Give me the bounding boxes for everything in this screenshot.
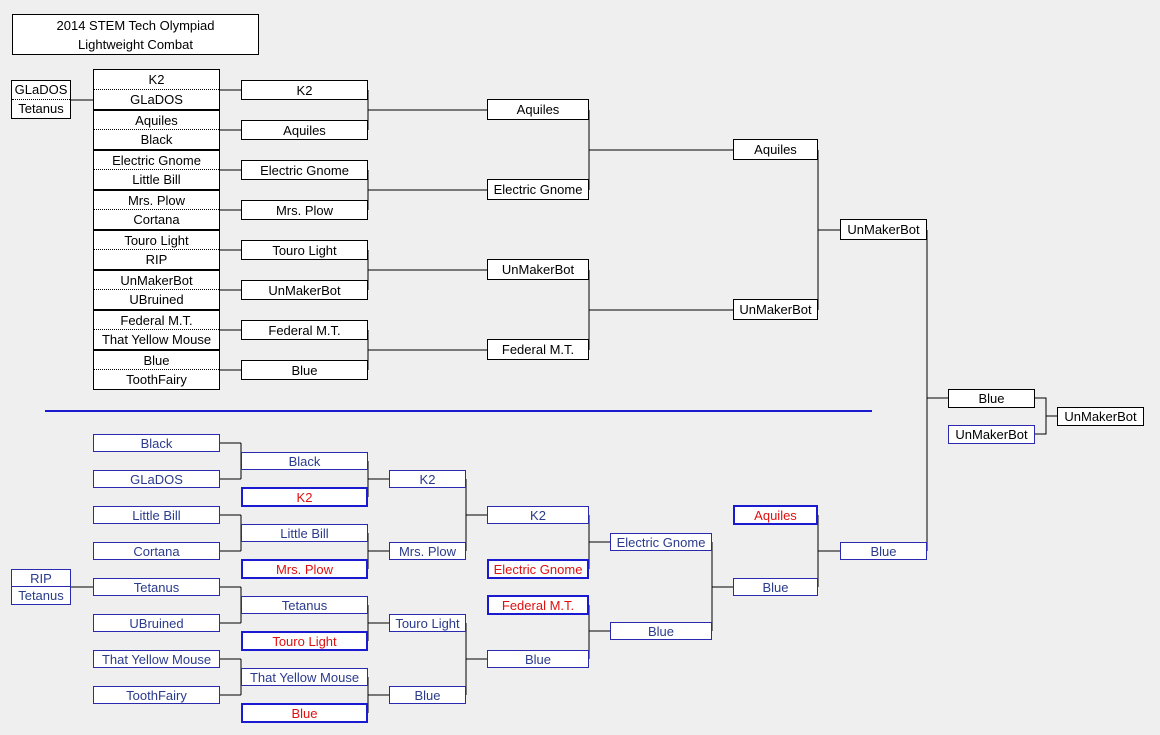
losers-r1-slot-7: That Yellow Mouse xyxy=(93,650,220,668)
winners-prelim-match: GLaDOS Tetanus xyxy=(11,80,71,119)
prelim-slot-top: GLaDOS xyxy=(12,81,70,100)
grand-final-bottom: UnMakerBot xyxy=(948,425,1035,444)
losers-dropin-slot-4: Blue xyxy=(241,703,368,723)
losers-dropin6-slot: Aquiles xyxy=(733,505,818,525)
connector xyxy=(1035,397,1057,417)
losers-r3-slot-4: Blue xyxy=(389,686,466,704)
winners-r1-match-3: Electric Gnome Little Bill xyxy=(93,150,220,190)
winners-r4-slot-2: UnMakerBot xyxy=(733,299,818,320)
winners-r1-match-8: Blue ToothFairy xyxy=(93,350,220,390)
losers-dropin-slot-3: Touro Light xyxy=(241,631,368,651)
slot-bottom: Cortana xyxy=(133,212,180,227)
winners-r1-match-1: K2 GLaDOS xyxy=(93,69,220,110)
slot-bottom: UBruined xyxy=(129,292,184,307)
connector xyxy=(926,230,948,399)
winners-r1-match-4: Mrs. Plow Cortana xyxy=(93,190,220,230)
losers-dropin4-slot-2: Federal M.T. xyxy=(487,595,589,615)
winners-r1-match-5: Touro Light RIP xyxy=(93,230,220,270)
winners-r2-slot-2: Aquiles xyxy=(241,120,368,140)
losers-r5-slot-2: Blue xyxy=(610,622,712,640)
winners-r2-slot-7: Federal M.T. xyxy=(241,320,368,340)
losers-r6-slot: Blue xyxy=(733,578,818,596)
losers-final-slot: Blue xyxy=(840,542,927,560)
losers-r1-slot-5: Tetanus xyxy=(93,578,220,596)
losers-r1-slot-8: ToothFairy xyxy=(93,686,220,704)
prelim-slot-bottom: Tetanus xyxy=(18,588,64,603)
grand-final-top: Blue xyxy=(948,389,1035,408)
prelim-slot-top: RIP xyxy=(12,570,70,587)
slot-bottom: RIP xyxy=(145,252,168,267)
losers-r1-slot-3: Little Bill xyxy=(93,506,220,524)
prelim-slot-bottom: Tetanus xyxy=(18,101,64,117)
winners-final-slot: UnMakerBot xyxy=(840,219,927,240)
losers-prelim-match: RIP Tetanus xyxy=(11,569,71,605)
winners-r2-slot-3: Electric Gnome xyxy=(241,160,368,180)
losers-r1-slot-6: UBruined xyxy=(93,614,220,632)
bracket-title: 2014 STEM Tech Olympiad Lightweight Comb… xyxy=(12,14,259,55)
slot-top: Touro Light xyxy=(94,231,219,250)
losers-r4-slot-2: Blue xyxy=(487,650,589,668)
winners-r2-slot-5: Touro Light xyxy=(241,240,368,260)
slot-top: Blue xyxy=(94,351,219,370)
winners-r2-slot-1: K2 xyxy=(241,80,368,100)
slot-top: Federal M.T. xyxy=(94,311,219,330)
losers-r3-slot-1: K2 xyxy=(389,470,466,488)
losers-r2-slot-4: That Yellow Mouse xyxy=(241,668,368,686)
losers-r3-slot-2: Mrs. Plow xyxy=(389,542,466,560)
slot-top: K2 xyxy=(94,70,219,90)
slot-bottom: ToothFairy xyxy=(126,372,187,387)
winners-r2-slot-4: Mrs. Plow xyxy=(241,200,368,220)
losers-r3-slot-3: Touro Light xyxy=(389,614,466,632)
winners-r3-slot-1: Aquiles xyxy=(487,99,589,120)
slot-top: Electric Gnome xyxy=(94,151,219,170)
title-line-2: Lightweight Combat xyxy=(78,37,193,52)
slot-bottom: Black xyxy=(140,132,173,147)
losers-dropin4-slot-1: Electric Gnome xyxy=(487,559,589,579)
winners-r3-slot-4: Federal M.T. xyxy=(487,339,589,360)
title-line-1: 2014 STEM Tech Olympiad xyxy=(56,18,215,33)
connector xyxy=(1035,416,1047,435)
winners-r4-slot-1: Aquiles xyxy=(733,139,818,160)
winners-r3-slot-3: UnMakerBot xyxy=(487,259,589,280)
losers-r1-slot-2: GLaDOS xyxy=(93,470,220,488)
champion-slot: UnMakerBot xyxy=(1057,407,1144,426)
winners-r3-slot-2: Electric Gnome xyxy=(487,179,589,200)
winners-r2-slot-8: Blue xyxy=(241,360,368,380)
bracket-divider xyxy=(45,410,872,412)
losers-r2-slot-3: Tetanus xyxy=(241,596,368,614)
losers-r2-slot-1: Black xyxy=(241,452,368,470)
winners-r2-slot-6: UnMakerBot xyxy=(241,280,368,300)
slot-bottom: GLaDOS xyxy=(130,91,183,107)
slot-top: UnMakerBot xyxy=(94,271,219,290)
losers-r1-slot-4: Cortana xyxy=(93,542,220,560)
losers-r1-slot-1: Black xyxy=(93,434,220,452)
winners-r1-match-6: UnMakerBot UBruined xyxy=(93,270,220,310)
winners-r1-match-2: Aquiles Black xyxy=(93,110,220,150)
losers-r2-slot-2: Little Bill xyxy=(241,524,368,542)
winners-r1-match-7: Federal M.T. That Yellow Mouse xyxy=(93,310,220,350)
losers-dropin-slot-1: K2 xyxy=(241,487,368,507)
losers-dropin-slot-2: Mrs. Plow xyxy=(241,559,368,579)
losers-r5-slot-1: Electric Gnome xyxy=(610,533,712,551)
slot-top: Mrs. Plow xyxy=(94,191,219,210)
slot-bottom: That Yellow Mouse xyxy=(101,332,212,347)
slot-top: Aquiles xyxy=(94,111,219,130)
slot-bottom: Little Bill xyxy=(132,172,181,187)
losers-r4-slot-1: K2 xyxy=(487,506,589,524)
